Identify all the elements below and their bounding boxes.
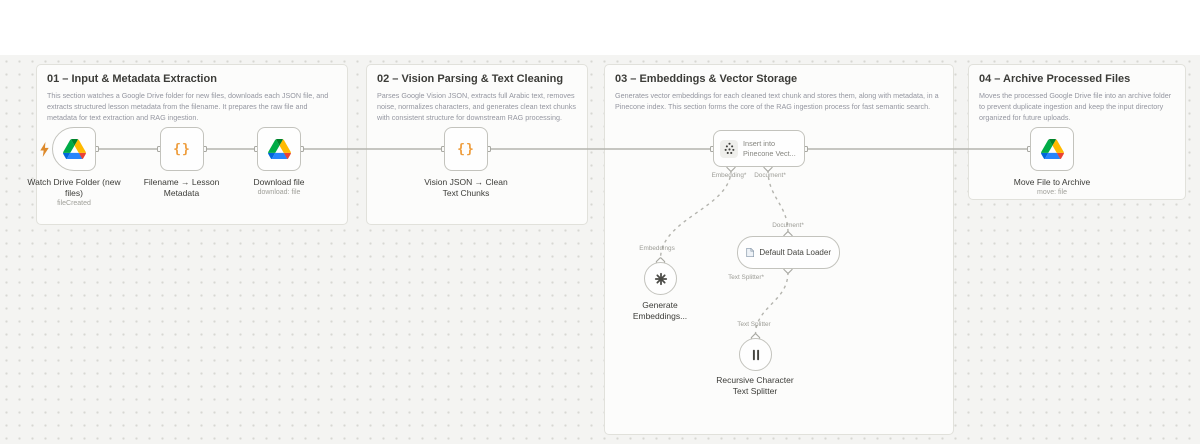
node-filename-lesson-metadata[interactable]: {} xyxy=(160,127,204,171)
section-title: 01 – Input & Metadata Extraction xyxy=(47,73,217,85)
label-generate-embeddings: Generate Embeddings... xyxy=(632,300,688,322)
label-filename-metadata: Filename → Lesson Metadata xyxy=(143,177,220,199)
document-icon xyxy=(746,247,755,258)
embeddings-asterisk-icon xyxy=(654,272,667,285)
section-title: 03 – Embeddings & Vector Storage xyxy=(615,73,798,85)
port-label-embedding: Embedding* xyxy=(711,172,747,179)
port-label-embeddings-sub: Embeddings xyxy=(639,245,675,252)
node-download-file[interactable] xyxy=(257,127,301,171)
split-bars-icon xyxy=(752,349,759,360)
code-braces-icon: {} xyxy=(457,141,475,157)
pinecone-icon xyxy=(720,139,738,158)
label-download-file: Download file download: file xyxy=(253,177,305,197)
node-insert-pinecone[interactable]: Insert into Pinecone Vect... xyxy=(713,130,805,167)
node-vision-json-clean[interactable]: {} xyxy=(444,127,488,171)
port-label-text-splitter: Text Splitter xyxy=(737,321,771,328)
node-generate-embeddings[interactable] xyxy=(644,262,677,295)
node-default-data-loader[interactable]: Default Data Loader xyxy=(737,236,840,269)
section-description: Generates vector embeddings for each cle… xyxy=(615,91,939,112)
google-drive-icon xyxy=(63,139,86,160)
node-watch-drive-folder[interactable] xyxy=(40,127,96,171)
code-braces-icon: {} xyxy=(173,141,191,157)
section-title: 02 – Vision Parsing & Text Cleaning xyxy=(377,73,564,85)
trigger-bolt-icon xyxy=(40,142,49,157)
section-description: Moves the processed Google Drive file in… xyxy=(979,91,1172,123)
node-move-file-archive[interactable] xyxy=(1030,127,1074,171)
label-move-archive: Move File to Archive move: file xyxy=(1013,177,1091,197)
google-drive-icon xyxy=(268,139,291,160)
section-description: Parses Google Vision JSON, extracts full… xyxy=(377,91,576,123)
port-label-document-sub: Document* xyxy=(772,222,804,229)
label-watch-drive-folder: Watch Drive Folder (new files) fileCreat… xyxy=(27,177,121,208)
google-drive-icon xyxy=(1041,139,1064,160)
section-title: 04 – Archive Processed Files xyxy=(979,73,1131,85)
node-inner-title: Insert into Pinecone Vect... xyxy=(743,139,796,158)
node-recursive-text-splitter[interactable] xyxy=(739,338,772,371)
label-recursive-splitter: Recursive Character Text Splitter xyxy=(716,375,794,397)
label-vision-clean: Vision JSON → Clean Text Chunks xyxy=(424,177,508,199)
section-description: This section watches a Google Drive fold… xyxy=(47,91,329,123)
port-label-text-splitter-req: Text Splitter* xyxy=(728,274,764,281)
port-label-document: Document* xyxy=(754,172,786,179)
node-inner-title: Default Data Loader xyxy=(759,248,831,257)
sticky-section-04[interactable]: 04 – Archive Processed Files Moves the p… xyxy=(968,64,1186,200)
